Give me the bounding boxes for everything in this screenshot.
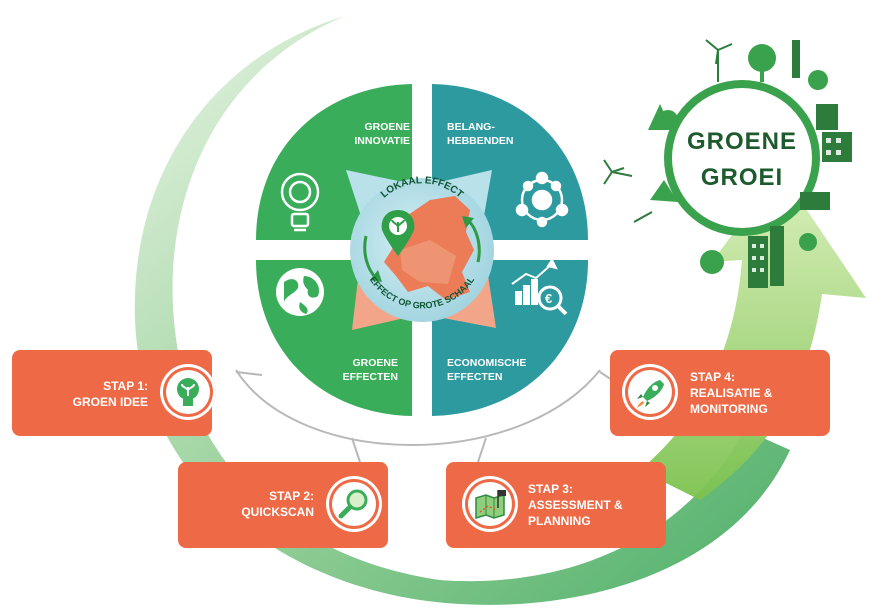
step-label-line: REALISATIE & [690, 386, 773, 400]
step-1-label: STAP 1: GROEN IDEE [68, 378, 148, 410]
quadrant-label-line: INNOVATIE [354, 135, 410, 147]
step-label-line: STAP 2: [269, 489, 314, 503]
netherlands-map-shading [400, 240, 456, 284]
map-flag-icon [475, 490, 506, 520]
step-label-line: STAP 1: [103, 379, 148, 393]
quadrant-label-line: BELANG- [447, 121, 495, 133]
quadrant-label-line: GROENE [364, 121, 410, 133]
connector-line-2 [351, 437, 361, 463]
step-label-line: STAP 3: [528, 482, 573, 496]
step-4-label: STAP 4: REALISATIE & MONITORING [690, 369, 820, 417]
quadrant-label-belanghebbenden: BELANG- HEBBENDEN [447, 120, 537, 148]
gear-lightbulb-icon [280, 172, 320, 232]
step-1-icon-badge [160, 364, 216, 420]
lightbulb-plant-icon [177, 378, 199, 406]
step-2-icon-badge [326, 476, 382, 532]
step-label-line: ASSESSMENT & [528, 498, 623, 512]
connector-line-1 [235, 371, 263, 376]
groene-groei-globe [603, 39, 852, 288]
building-icons [748, 40, 852, 288]
rocket-icon [637, 380, 664, 408]
quadrant-label-line: EFFECTEN [447, 371, 503, 383]
chart-euro-icon: € [511, 258, 568, 316]
title-line-1: GROENE [686, 128, 797, 155]
magnifier-icon [338, 489, 368, 519]
globe-icon [276, 268, 324, 316]
quadrant-label-line: ECONOMISCHE [447, 357, 527, 369]
quadrant-label-line: HEBBENDEN [447, 135, 514, 147]
step-4-icon-badge [622, 364, 678, 420]
step-3-label: STAP 3: ASSESSMENT & PLANNING [528, 481, 658, 529]
connector-line-3 [477, 437, 487, 463]
tree-icons [648, 44, 828, 274]
step-2-label: STAP 2: QUICKSCAN [226, 488, 314, 520]
connector-arc [235, 369, 601, 446]
step-label-line: STAP 4: [690, 370, 735, 384]
step-label-line: QUICKSCAN [241, 505, 314, 519]
network-people-icon [515, 171, 569, 228]
step-label-line: PLANNING [528, 514, 591, 528]
step-label-line: GROEN IDEE [72, 395, 148, 409]
quadrant-label-line: GROENE [352, 357, 398, 369]
quadrant-label-economische-effecten: ECONOMISCHE EFFECTEN [447, 356, 547, 384]
quadrant-label-groene-effecten: GROENE EFFECTEN [330, 356, 398, 384]
quadrant-label-line: EFFECTEN [342, 371, 398, 383]
step-3-icon-badge [462, 476, 518, 532]
title-line-2: GROEI [700, 164, 784, 191]
svg-text:€: € [545, 291, 552, 306]
quadrant-label-groene-innovatie: GROENE INNOVATIE [340, 120, 410, 148]
wind-turbine-icon [603, 39, 733, 223]
step-label-line: MONITORING [690, 402, 768, 416]
